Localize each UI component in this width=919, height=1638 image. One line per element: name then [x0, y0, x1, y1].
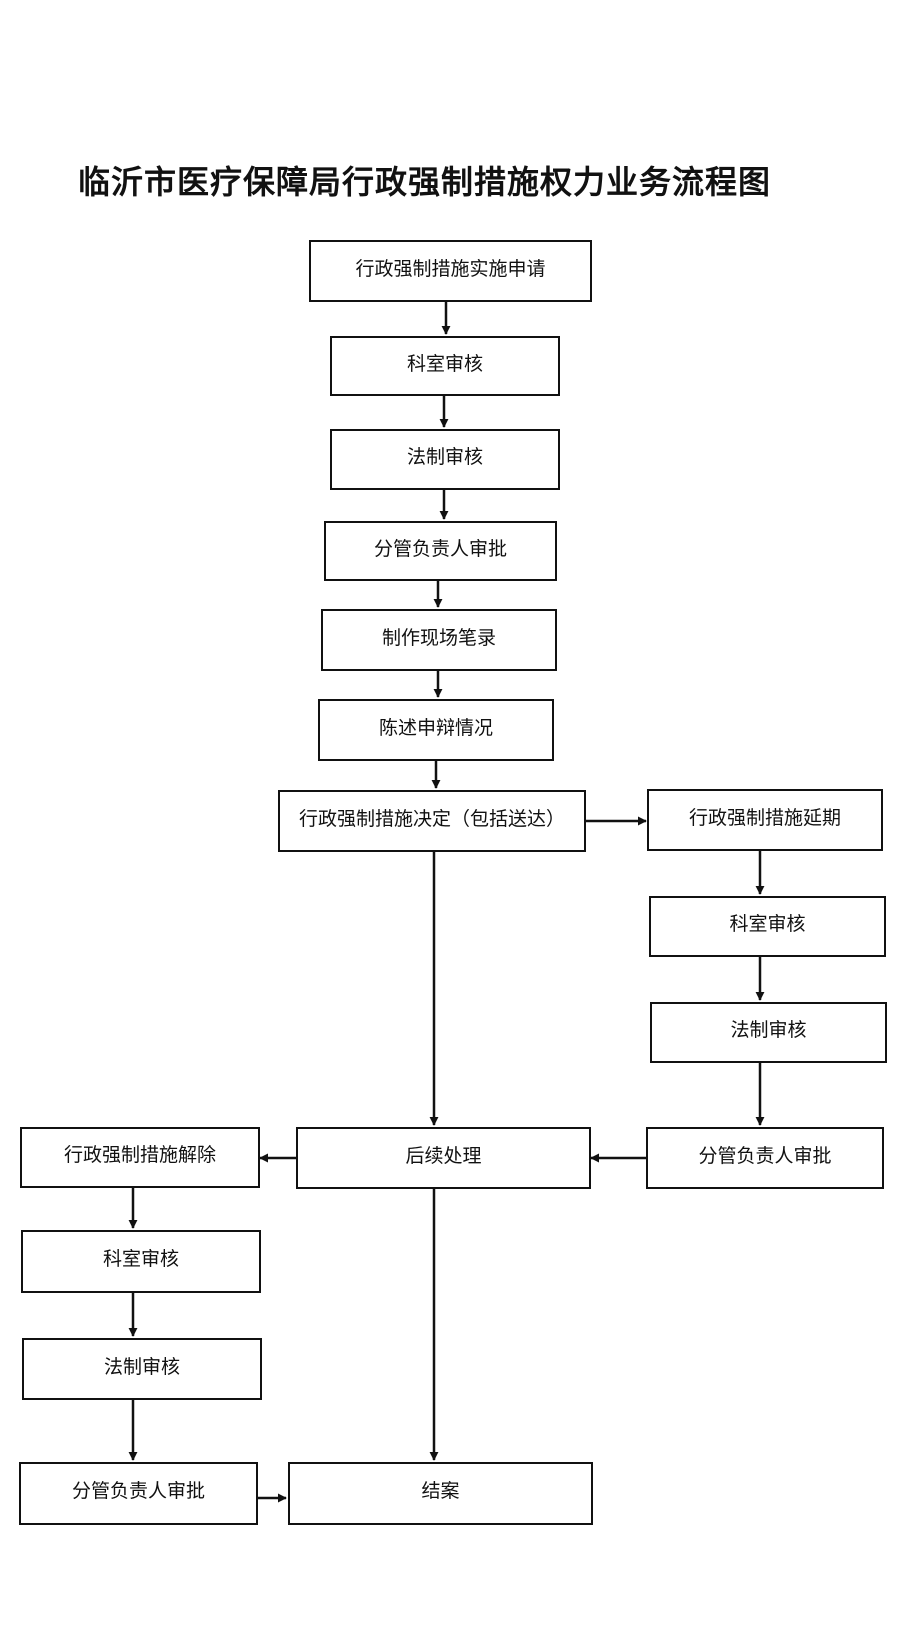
step-decision-label: 行政强制措施决定（包括送达）	[298, 807, 565, 830]
step-decision: 行政强制措施决定（包括送达）	[278, 790, 586, 852]
step-extension-label: 行政强制措施延期	[688, 806, 841, 829]
step-extension: 行政强制措施延期	[647, 789, 883, 851]
step-ext-legal-review: 法制审核	[650, 1002, 887, 1063]
step-rel-leader-approval: 分管负责人审批	[19, 1462, 258, 1525]
step-followup-label: 后续处理	[405, 1144, 482, 1167]
step-record-label: 制作现场笔录	[381, 626, 496, 649]
step-ext-leader-approval: 分管负责人审批	[646, 1127, 884, 1189]
step-rel-leader-approval-label: 分管负责人审批	[71, 1480, 205, 1502]
step-statement: 陈述申辩情况	[318, 699, 554, 761]
step-apply: 行政强制措施实施申请	[309, 240, 592, 302]
step-rel-office-review: 科室审核	[21, 1230, 261, 1293]
step-rel-legal-review-label: 法制审核	[103, 1355, 180, 1378]
step-legal-review-label: 法制审核	[406, 446, 483, 468]
step-rel-office-review-label: 科室审核	[102, 1248, 179, 1270]
step-release: 行政强制措施解除	[20, 1127, 260, 1188]
step-statement-label: 陈述申辩情况	[378, 716, 493, 739]
step-followup: 后续处理	[296, 1127, 591, 1189]
step-record: 制作现场笔录	[321, 609, 557, 671]
step-office-review-label: 科室审核	[406, 352, 483, 375]
step-leader-approval: 分管负责人审批	[324, 521, 557, 581]
step-close-label: 结案	[421, 1480, 460, 1502]
page-title: 临沂市医疗保障局行政强制措施权力业务流程图	[78, 163, 772, 201]
step-rel-legal-review: 法制审核	[22, 1338, 262, 1400]
step-ext-office-review: 科室审核	[649, 896, 886, 957]
step-office-review: 科室审核	[330, 336, 560, 396]
step-legal-review: 法制审核	[330, 429, 560, 490]
step-leader-approval-label: 分管负责人审批	[373, 537, 507, 560]
step-apply-label: 行政强制措施实施申请	[355, 257, 546, 280]
step-ext-office-review-label: 科室审核	[729, 913, 806, 935]
step-close: 结案	[288, 1462, 593, 1525]
step-release-label: 行政强制措施解除	[63, 1144, 216, 1166]
step-ext-leader-approval-label: 分管负责人审批	[698, 1144, 832, 1167]
step-ext-legal-review-label: 法制审核	[730, 1019, 807, 1041]
